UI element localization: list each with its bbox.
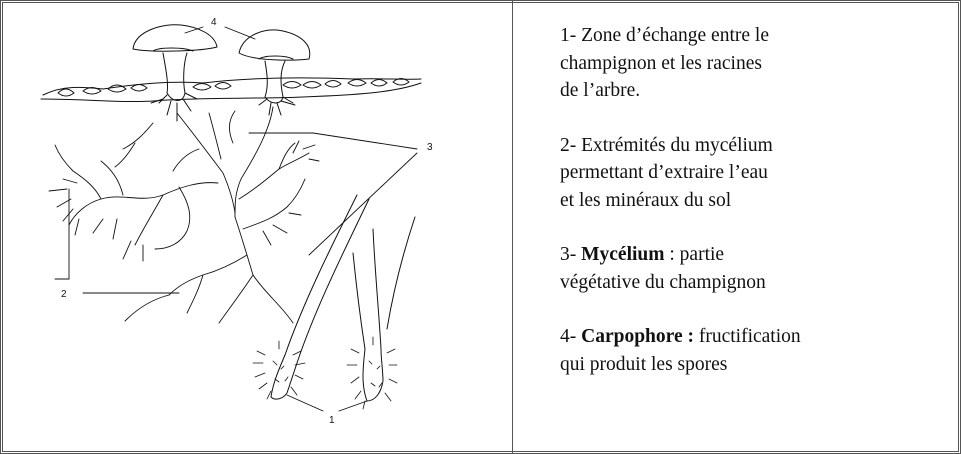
legend-item-4-prefix: 4- xyxy=(560,326,581,347)
legend-item-3-prefix: 3- xyxy=(560,244,581,265)
legend-item-4: 4- Carpophore : fructification qui produ… xyxy=(560,323,940,378)
left-carpophore xyxy=(133,25,217,121)
legend-item-2-line-1: 2- Extrémités du mycélium xyxy=(560,132,940,160)
legend-item-3-rest: : partie xyxy=(665,244,725,265)
legend-item-4-line-2: qui produit les spores xyxy=(560,351,940,379)
legend-item-1-line-3: de l’arbre. xyxy=(560,77,940,105)
legend-item-3: 3- Mycélium : partie végétative du champ… xyxy=(560,241,940,296)
tree-roots xyxy=(271,195,415,401)
legend-item-3-line-2: végétative du champignon xyxy=(560,269,940,297)
legend-item-1: 1- Zone d’échange entre le champignon et… xyxy=(560,22,940,105)
legend-item-2: 2- Extrémités du mycélium permettant d’e… xyxy=(560,132,940,215)
legend: 1- Zone d’échange entre le champignon et… xyxy=(560,22,940,405)
mycelium-network xyxy=(49,107,319,323)
right-carpophore xyxy=(239,30,310,115)
legend-item-1-line-1: 1- Zone d’échange entre le xyxy=(560,22,940,50)
diagram-drawing: 4 3 2 1 xyxy=(3,3,511,454)
label-3: 3 xyxy=(427,142,433,153)
legend-item-4-term: Carpophore : xyxy=(581,326,694,347)
column-divider xyxy=(512,0,513,454)
label-2: 2 xyxy=(61,289,67,300)
label-1: 1 xyxy=(329,415,335,426)
soil-litter xyxy=(41,78,421,102)
legend-item-4-line-1: 4- Carpophore : fructification xyxy=(560,323,940,351)
legend-item-3-term: Mycélium xyxy=(581,244,664,265)
legend-item-4-rest: fructification xyxy=(694,326,801,347)
label-4: 4 xyxy=(211,17,217,28)
legend-item-2-line-3: et les minéraux du sol xyxy=(560,187,940,215)
legend-item-3-line-1: 3- Mycélium : partie xyxy=(560,241,940,269)
mycorrhiza-diagram: 4 3 2 1 xyxy=(3,3,511,454)
legend-item-1-line-2: champignon et les racines xyxy=(560,50,940,78)
legend-item-2-line-2: permettant d’extraire l’eau xyxy=(560,159,940,187)
